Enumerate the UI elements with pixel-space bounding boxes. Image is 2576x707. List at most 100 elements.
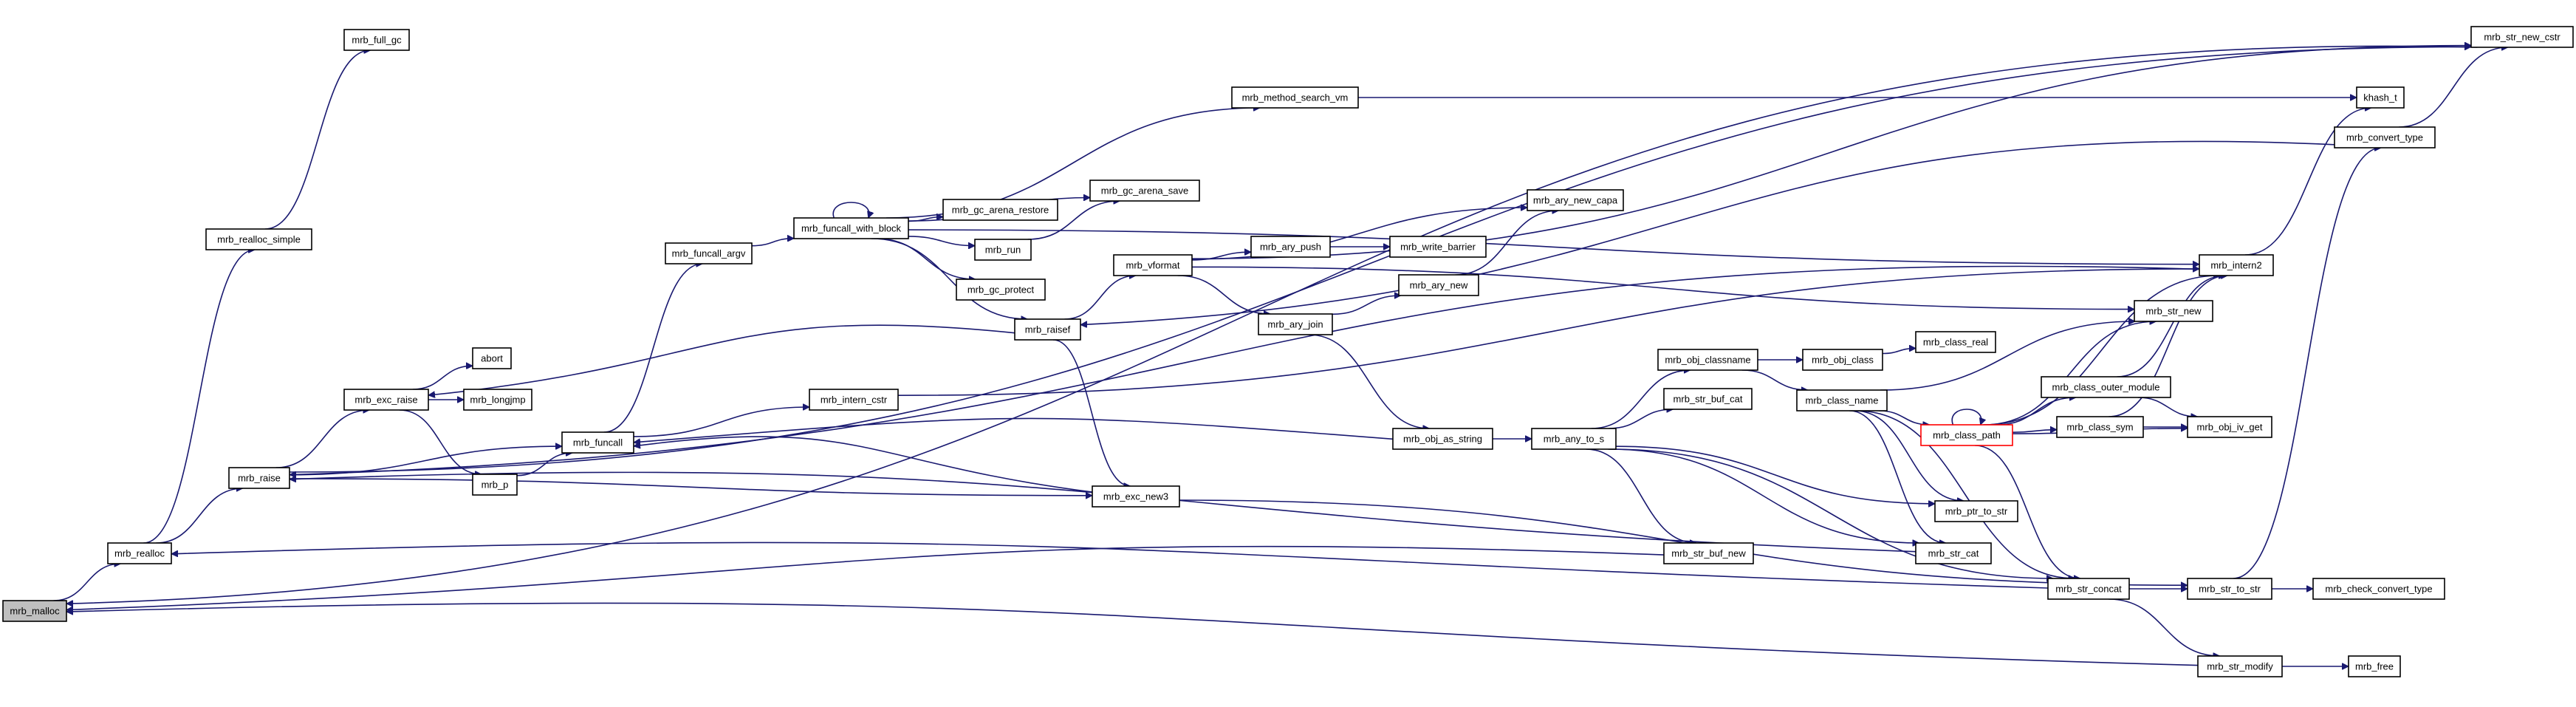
node-mrb-exc-new3[interactable]: mrb_exc_new3 <box>1092 485 1180 508</box>
node-box[interactable] <box>1920 424 2013 446</box>
node-mrb-str-new-cstr[interactable]: mrb_str_new_cstr <box>2470 26 2574 48</box>
node-mrb-class-outer-module[interactable]: mrb_class_outer_module <box>2041 376 2171 398</box>
node-box[interactable] <box>107 542 172 564</box>
node-box[interactable] <box>472 474 518 496</box>
node-box[interactable] <box>2356 86 2405 109</box>
node-box[interactable] <box>1657 349 1758 371</box>
node-box[interactable] <box>1663 388 1753 410</box>
node-box[interactable] <box>1934 500 2018 522</box>
node-box[interactable] <box>343 389 429 411</box>
node-box[interactable] <box>1231 86 1359 109</box>
node-box[interactable] <box>1915 542 1992 564</box>
node-box[interactable] <box>1014 318 1081 341</box>
node-box[interactable] <box>793 217 909 239</box>
node-box[interactable] <box>2348 655 2401 677</box>
node-box[interactable] <box>1527 189 1624 211</box>
node-box[interactable] <box>228 467 290 489</box>
node-box[interactable] <box>472 347 512 369</box>
node-mrb-write-barrier[interactable]: mrb_write_barrier <box>1389 236 1487 258</box>
node-mrb-p[interactable]: mrb_p <box>472 474 518 496</box>
node-mrb-class-path[interactable]: mrb_class_path <box>1920 424 2013 446</box>
node-mrb-vformat[interactable]: mrb_vformat <box>1113 254 1193 276</box>
node-box[interactable] <box>205 228 312 250</box>
node-mrb-str-to-str[interactable]: mrb_str_to_str <box>2187 578 2272 600</box>
node-mrb-intern-cstr[interactable]: mrb_intern_cstr <box>809 389 899 411</box>
node-mrb-check-convert-type[interactable]: mrb_check_convert_type <box>2312 578 2445 600</box>
node-mrb-any-to-s[interactable]: mrb_any_to_s <box>1531 428 1617 450</box>
node-mrb-str-buf-new[interactable]: mrb_str_buf_new <box>1663 542 1754 564</box>
node-mrb-obj-iv-get[interactable]: mrb_obj_iv_get <box>2187 416 2272 438</box>
node-box[interactable] <box>1802 349 1883 371</box>
node-abort[interactable]: abort <box>472 347 512 369</box>
node-mrb-ary-push[interactable]: mrb_ary_push <box>1250 236 1331 258</box>
node-box[interactable] <box>2134 300 2213 322</box>
node-mrb-method-search-vm[interactable]: mrb_method_search_vm <box>1231 86 1359 109</box>
node-box[interactable] <box>2041 376 2171 398</box>
node-box[interactable] <box>1663 542 1754 564</box>
node-box[interactable] <box>561 431 634 454</box>
node-box[interactable] <box>2334 126 2436 148</box>
node-mrb-class-name[interactable]: mrb_class_name <box>1796 389 1888 411</box>
node-box[interactable] <box>1398 274 1479 296</box>
node-box[interactable] <box>956 279 1046 301</box>
node-mrb-intern2[interactable]: mrb_intern2 <box>2199 254 2274 276</box>
node-mrb-raisef[interactable]: mrb_raisef <box>1014 318 1081 341</box>
node-box[interactable] <box>665 242 753 264</box>
node-box[interactable] <box>2197 655 2283 677</box>
node-mrb-class-sym[interactable]: mrb_class_sym <box>2056 416 2144 438</box>
node-box[interactable] <box>1113 254 1193 276</box>
node-khash-t[interactable]: khash_t <box>2356 86 2405 109</box>
node-mrb-class-real[interactable]: mrb_class_real <box>1915 331 1996 353</box>
node-box[interactable] <box>463 389 532 411</box>
node-mrb-str-concat[interactable]: mrb_str_concat <box>2047 578 2130 600</box>
node-mrb-raise[interactable]: mrb_raise <box>228 467 290 489</box>
node-mrb-funcall-with-block[interactable]: mrb_funcall_with_block <box>793 217 909 239</box>
node-mrb-obj-class[interactable]: mrb_obj_class <box>1802 349 1883 371</box>
node-box[interactable] <box>1531 428 1617 450</box>
node-mrb-str-cat[interactable]: mrb_str_cat <box>1915 542 1992 564</box>
node-mrb-gc-arena-restore[interactable]: mrb_gc_arena_restore <box>942 199 1058 221</box>
node-box[interactable] <box>2047 578 2130 600</box>
node-box[interactable] <box>1089 180 1200 202</box>
node-mrb-str-new[interactable]: mrb_str_new <box>2134 300 2213 322</box>
node-mrb-exc-raise[interactable]: mrb_exc_raise <box>343 389 429 411</box>
node-mrb-obj-as-string[interactable]: mrb_obj_as_string <box>1392 428 1493 450</box>
node-box[interactable] <box>1796 389 1888 411</box>
node-box[interactable] <box>1392 428 1493 450</box>
node-mrb-run[interactable]: mrb_run <box>974 239 1032 261</box>
node-box[interactable] <box>1389 236 1487 258</box>
node-mrb-funcall[interactable]: mrb_funcall <box>561 431 634 454</box>
node-box[interactable] <box>974 239 1032 261</box>
node-box[interactable] <box>2187 416 2272 438</box>
node-mrb-realloc-simple[interactable]: mrb_realloc_simple <box>205 228 312 250</box>
node-mrb-ary-new[interactable]: mrb_ary_new <box>1398 274 1479 296</box>
node-mrb-str-modify[interactable]: mrb_str_modify <box>2197 655 2283 677</box>
node-mrb-funcall-argv[interactable]: mrb_funcall_argv <box>665 242 753 264</box>
node-mrb-str-buf-cat[interactable]: mrb_str_buf_cat <box>1663 388 1753 410</box>
node-box[interactable] <box>2199 254 2274 276</box>
node-box[interactable] <box>1258 313 1333 335</box>
node-box[interactable] <box>1915 331 1996 353</box>
node-box[interactable] <box>2056 416 2144 438</box>
node-mrb-malloc[interactable]: mrb_malloc <box>2 600 67 622</box>
node-box[interactable] <box>1092 485 1180 508</box>
node-mrb-gc-arena-save[interactable]: mrb_gc_arena_save <box>1089 180 1200 202</box>
node-mrb-obj-classname[interactable]: mrb_obj_classname <box>1657 349 1758 371</box>
node-mrb-ary-new-capa[interactable]: mrb_ary_new_capa <box>1527 189 1624 211</box>
node-box[interactable] <box>1250 236 1331 258</box>
node-mrb-full-gc[interactable]: mrb_full_gc <box>343 29 410 51</box>
node-box[interactable] <box>2470 26 2574 48</box>
node-box[interactable] <box>343 29 410 51</box>
node-mrb-longjmp[interactable]: mrb_longjmp <box>463 389 532 411</box>
node-mrb-convert-type[interactable]: mrb_convert_type <box>2334 126 2436 148</box>
node-mrb-free[interactable]: mrb_free <box>2348 655 2401 677</box>
node-box[interactable] <box>2187 578 2272 600</box>
node-box[interactable] <box>2312 578 2445 600</box>
node-box[interactable] <box>809 389 899 411</box>
node-mrb-gc-protect[interactable]: mrb_gc_protect <box>956 279 1046 301</box>
node-box[interactable] <box>2 600 67 622</box>
node-box[interactable] <box>942 199 1058 221</box>
node-mrb-ary-join[interactable]: mrb_ary_join <box>1258 313 1333 335</box>
node-mrb-ptr-to-str[interactable]: mrb_ptr_to_str <box>1934 500 2018 522</box>
node-mrb-realloc[interactable]: mrb_realloc <box>107 542 172 564</box>
